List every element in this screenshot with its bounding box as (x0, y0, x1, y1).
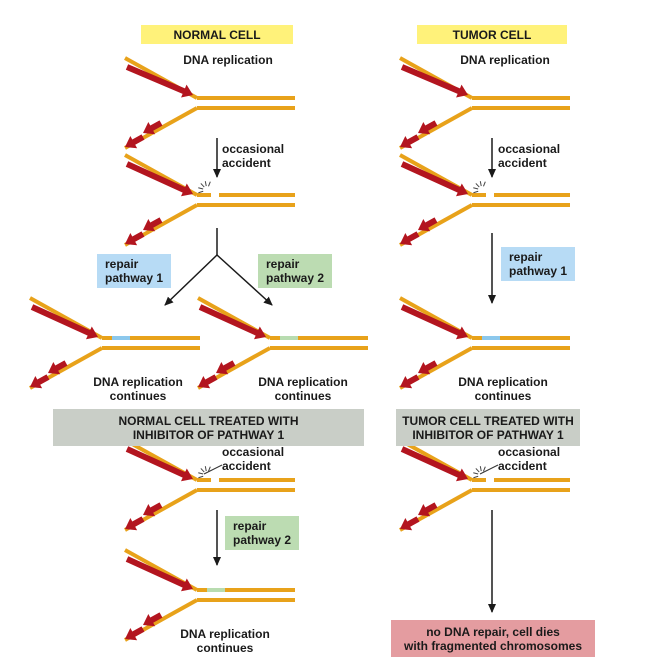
tumor-fork-2-lagging-fragment-2 (400, 231, 420, 246)
normal-fork-2-lagging-fragment-2 (125, 231, 145, 246)
normal-repair-pathway-2-label-treated: repair pathway 2 (225, 516, 299, 550)
normal-fork-6-lagging-fragment-1 (143, 612, 163, 627)
tumor-fork-3-lagging-fragment-2 (400, 374, 420, 389)
normal-repair-pathway-1-label: repair pathway 1 (97, 254, 171, 288)
tumor-fork-2-damage-mark-5 (483, 181, 486, 187)
normal-accident-label-2: occasional accident (222, 445, 285, 473)
normal-fork-2-damage-mark-5 (208, 181, 211, 187)
normal-cell-header: NORMAL CELL (141, 25, 293, 44)
tumor-accident-label-2: occasional accident (498, 445, 561, 473)
tumor-fork-2-damage-mark-2 (473, 187, 479, 190)
normal-fork-3-lagging-fragment-1 (48, 360, 68, 375)
normal-fork-5-lagging-fragment-1 (143, 502, 163, 517)
normal-cell-header-text: NORMAL CELL (173, 27, 261, 42)
normal-fork-5-damage-mark-1 (198, 475, 204, 479)
normal-accident-label-1: occasional accident (222, 142, 285, 170)
normal-fork-2-leading-strand-arrow (125, 161, 193, 197)
normal-fork-4-leading-strand-arrow (198, 304, 266, 340)
normal-fork-6-leading-strand-arrow (125, 556, 193, 592)
tumor-fork-2-leading-strand-arrow (400, 161, 468, 197)
tumor-fork-1-lagging-fragment-1 (418, 120, 438, 135)
tumor-fork-1-leading-strand-arrow (400, 64, 468, 98)
normal-fork-1-lagging-fragment-1 (143, 120, 163, 135)
tumor-fork-4-damage-mark-5 (483, 466, 486, 472)
tumor-fork-3-lagging-fragment-1 (418, 360, 438, 375)
normal-continues-label-2: DNA replication continues (258, 375, 348, 403)
normal-fork-3-leading-strand-arrow (30, 304, 98, 340)
normal-fork-5-leading-strand-arrow (125, 446, 193, 482)
tumor-continues-label: DNA replication continues (458, 375, 548, 403)
normal-pathway-1-arrow (164, 254, 218, 306)
normal-dna-replication-label: DNA replication (183, 53, 273, 67)
tumor-fork-4-lagging-fragment-1 (418, 502, 438, 517)
tumor-fork-4-damage-mark-1 (473, 475, 479, 479)
tumor-cell-header-text: TUMOR CELL (452, 27, 532, 42)
normal-fork-2-damage-mark-3 (200, 183, 205, 188)
normal-fork-5-damage-mark-2 (198, 472, 204, 475)
tumor-fork-1-lagging-fragment-2 (400, 134, 420, 149)
normal-fork-5-damage-mark-3 (200, 468, 205, 473)
normal-pathway-2-arrow (216, 254, 273, 306)
tumor-treated-banner: TUMOR CELL TREATED WITH INHIBITOR OF PAT… (396, 409, 580, 446)
normal-continues-label-1: DNA replication continues (93, 375, 183, 403)
normal-fork-2-damage-mark-4 (204, 181, 207, 187)
normal-fork-4-lagging-fragment-2 (198, 374, 218, 389)
normal-fork-5-lagging-fragment-2 (125, 516, 145, 531)
normal-fork-5-damage-mark-4 (204, 466, 207, 472)
normal-fork-2-damage-mark-2 (198, 187, 204, 190)
tumor-accident-pointer (479, 464, 499, 475)
normal-fork-1-lagging-fragment-2 (125, 134, 145, 149)
normal-fork-2-damage-mark-1 (198, 190, 204, 194)
tumor-fork-4-lagging-fragment-2 (400, 516, 420, 531)
tumor-fork-2-lagging-fragment-1 (418, 217, 438, 232)
tumor-fork-4-damage-mark-2 (473, 472, 479, 475)
tumor-fork-3-leading-strand-arrow (400, 304, 468, 340)
tumor-fork-4-leading-strand-arrow (400, 446, 468, 482)
tumor-dna-replication-label: DNA replication (460, 53, 550, 67)
tumor-fork-2-damage-mark-1 (473, 190, 479, 194)
normal-continues-label-3: DNA replication continues (180, 627, 270, 655)
normal-treated-banner: NORMAL CELL TREATED WITH INHIBITOR OF PA… (53, 409, 364, 446)
tumor-fork-2-damage-mark-3 (475, 183, 480, 188)
tumor-fork-4-damage-mark-4 (479, 466, 482, 472)
tumor-fork-4-damage-mark-3 (475, 468, 480, 473)
normal-fork-1-leading-strand-arrow (125, 64, 193, 98)
tumor-repair-pathway-1-label: repair pathway 1 (501, 247, 575, 281)
tumor-accident-label-1: occasional accident (498, 142, 561, 170)
normal-fork-5-damage-mark-5 (208, 466, 211, 472)
normal-accident-pointer (203, 464, 223, 475)
tumor-cell-header: TUMOR CELL (417, 25, 567, 44)
normal-fork-3-lagging-fragment-2 (30, 374, 50, 389)
normal-fork-4-lagging-fragment-1 (216, 360, 236, 375)
normal-fork-2-lagging-fragment-1 (143, 217, 163, 232)
cell-death-banner: no DNA repair, cell dies with fragmented… (391, 620, 595, 657)
tumor-fork-2-damage-mark-4 (479, 181, 482, 187)
normal-repair-pathway-2-label: repair pathway 2 (258, 254, 332, 288)
normal-fork-6-lagging-fragment-2 (125, 626, 145, 641)
